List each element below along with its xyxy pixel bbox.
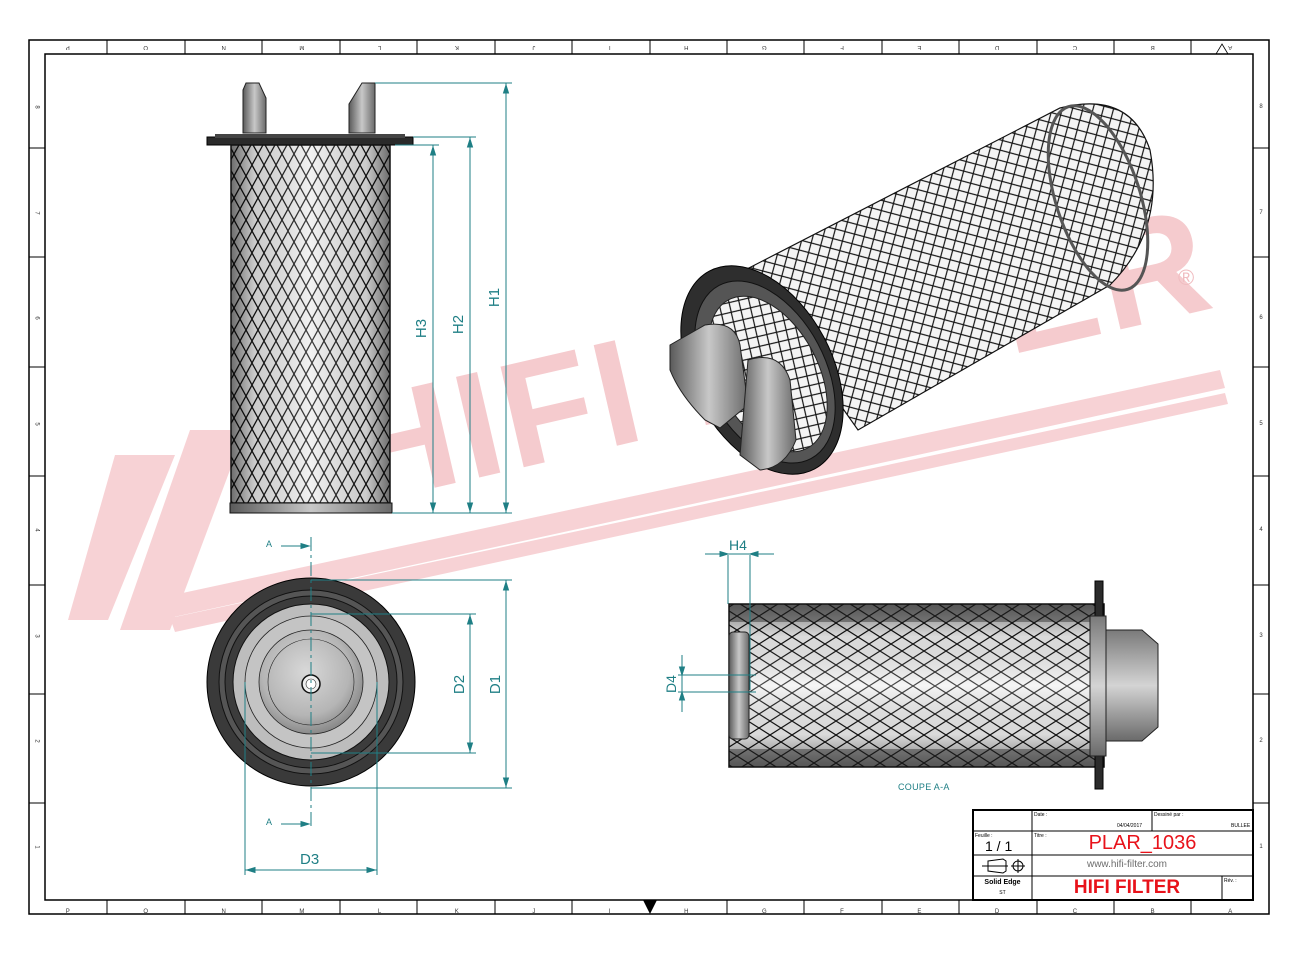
row-label: 5 [1259,421,1263,428]
col-label: B [1150,44,1155,50]
drawn-by-value: BULLEE [1231,823,1251,829]
row-label: 8 [1259,103,1263,110]
col-label: D [994,909,1000,915]
col-label: C [1072,44,1078,50]
col-label: K [454,909,459,915]
col-label: M [299,44,305,50]
col-label: L [377,909,382,915]
center-mark-top [1215,43,1229,55]
part-number: PLAR_1036 [1088,832,1197,854]
row-label: 4 [1259,526,1263,533]
row-label: 7 [34,210,40,215]
date-label: Date : [1034,812,1048,818]
dim-label-h3: H3 [413,318,431,339]
col-label: N [221,44,226,50]
title-label: Titre : [1034,833,1047,839]
section-view [728,580,1159,790]
row-label: 8 [34,105,40,109]
border-column-ticks [29,40,1269,914]
col-label: P [65,44,70,50]
col-label: L [377,44,382,50]
sheet-value: 1 / 1 [985,838,1013,854]
row-label: 6 [34,316,40,321]
dim-label-h1: H1 [486,287,504,308]
row-label: 3 [34,633,40,638]
row-label: 2 [34,739,40,744]
isometric-view [669,103,1154,475]
col-label: M [299,909,305,915]
dim-label-h4: H4 [729,537,747,553]
dim-label-h2: H2 [450,314,468,335]
software-version: ST [999,890,1006,896]
col-label: F [840,909,844,915]
col-label: G [761,909,767,915]
svg-text:®: ® [1178,265,1194,290]
col-label: I [608,909,611,915]
website: www.hifi-filter.com [1086,859,1167,870]
top-view-dimensions [244,537,512,875]
date-value: 04/04/2017 [1117,823,1143,829]
dim-label-d2: D2 [451,674,469,695]
dim-label-d1: D1 [487,674,505,695]
col-label: G [761,44,767,50]
section-view-label: COUPE A-A [898,782,950,792]
row-label: 2 [1259,738,1263,745]
center-mark-bottom [643,900,657,914]
section-marker-top: A [266,539,273,549]
row-label: 1 [1259,844,1263,851]
dim-label-d3: D3 [300,851,320,868]
brand-name: HIFI FILTER [1073,877,1181,898]
drawing-standard-icon [982,858,1025,874]
col-label: H [684,44,689,50]
software-name: Solid Edge [984,879,1021,886]
col-label: E [917,909,922,915]
col-label: I [608,44,611,50]
col-label: E [917,44,922,50]
section-marker-bottom: A [266,817,273,827]
border-column-labels: P O N M L K J I H G F E D C B A [29,909,1269,917]
row-label: 1 [34,845,40,849]
col-label: O [143,909,148,915]
rev-label: Rév. : [1224,878,1237,884]
row-label: 6 [1259,315,1263,322]
col-label: N [221,909,226,915]
border-row-labels-left: 8 7 6 5 4 3 2 1 [32,54,42,900]
col-label: B [1150,909,1155,915]
front-view-dimensions [375,82,512,514]
outer-frame [28,39,1270,915]
border-column-labels-top: A B C D E F G H I J K L M N O P [29,42,1269,50]
col-label: D [994,44,1000,50]
col-label: A [1228,909,1233,915]
col-label: J [532,909,536,915]
title-block-frame [972,809,1254,901]
row-label: 3 [1259,632,1263,639]
row-label: 5 [34,422,40,426]
col-label: K [454,44,459,50]
col-label: J [532,44,536,50]
col-label: C [1072,909,1078,915]
front-view [206,82,414,514]
dim-label-d4: D4 [662,675,679,693]
row-label: 7 [1259,209,1263,216]
row-label: 4 [34,528,40,532]
col-label: H [684,909,689,915]
col-label: A [1228,44,1233,50]
border-row-labels-right: 8 7 6 5 4 3 2 1 [1256,54,1266,900]
col-label: P [65,909,70,915]
col-label: F [840,44,844,50]
col-label: O [143,44,148,50]
drawn-by-label: Dessiné par : [1154,812,1184,818]
sheet-label: Feuille : [975,833,993,839]
section-view-dimensions [678,550,774,712]
